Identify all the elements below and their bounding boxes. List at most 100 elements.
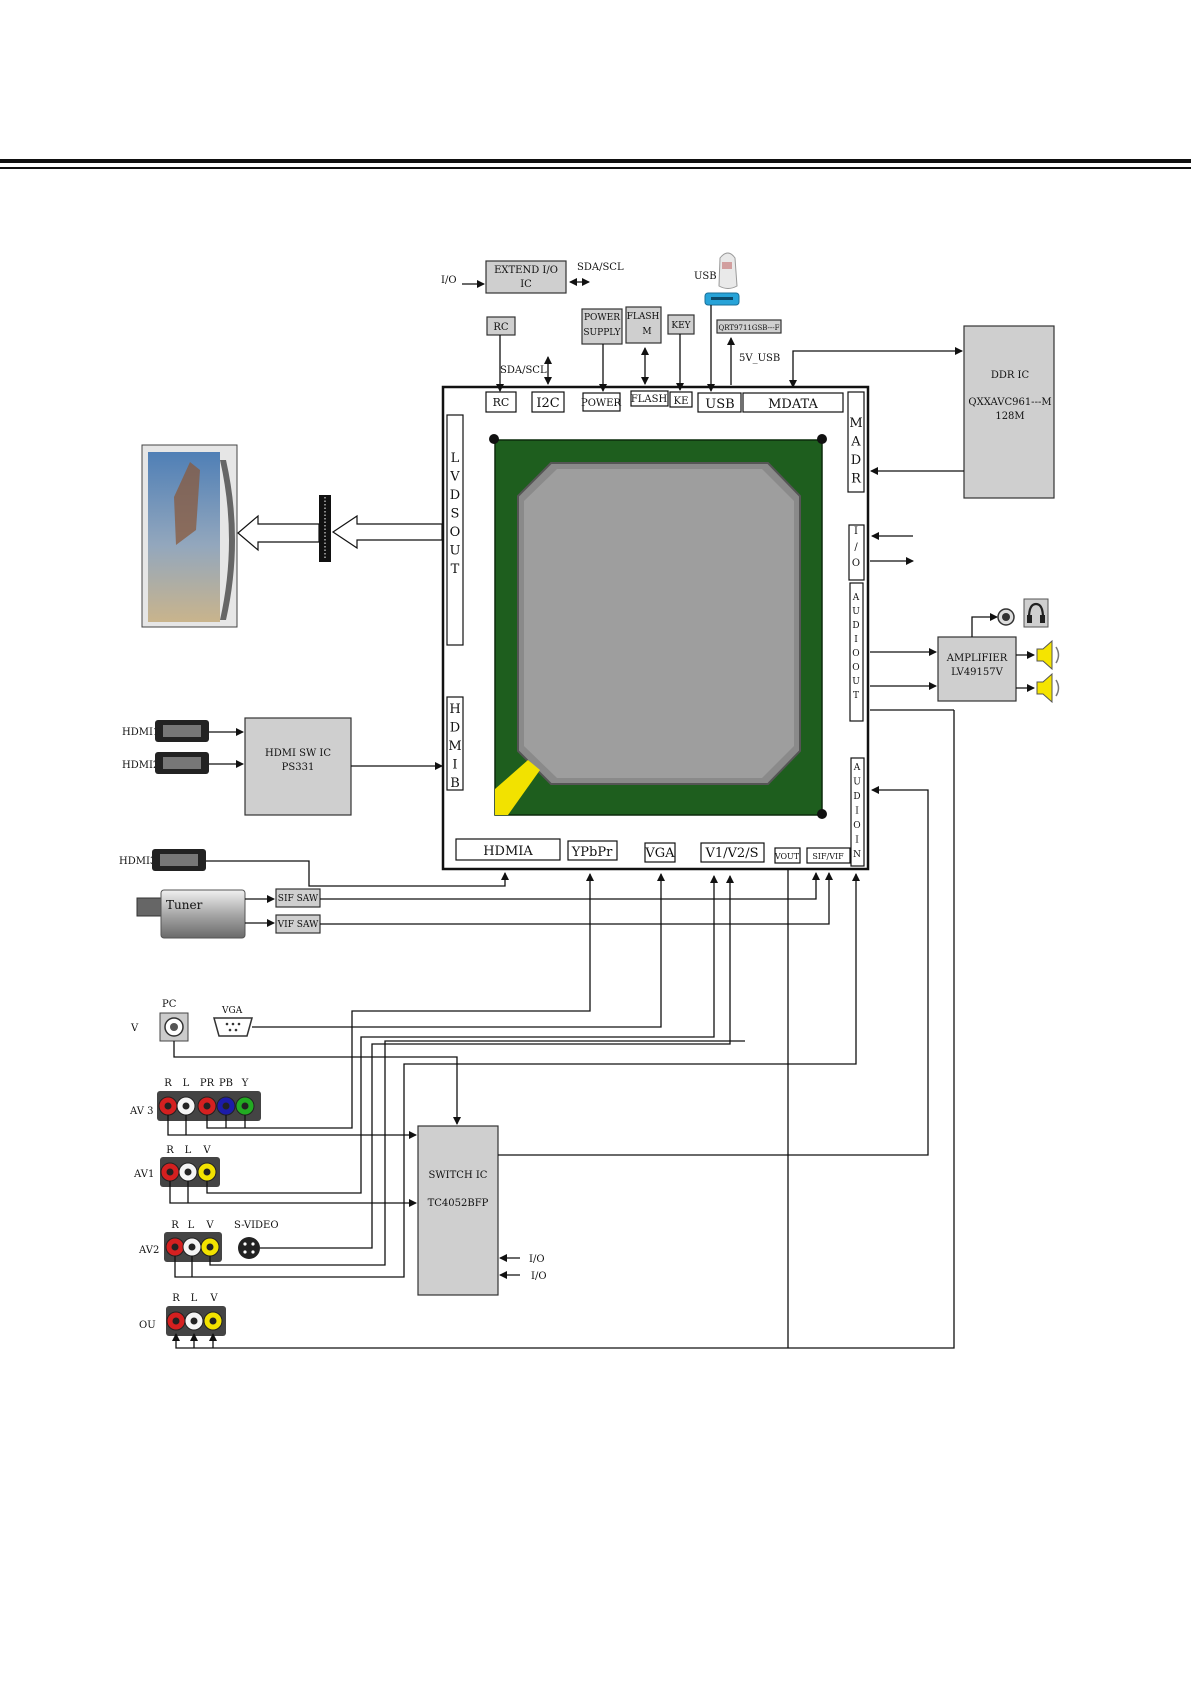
amplifier-label-1: AMPLIFIER [946, 653, 1008, 664]
key-block-label: KEY [671, 321, 691, 331]
port-rc [485, 391, 517, 413]
rc-block: RC [486, 316, 516, 336]
lcd-panel-icon [141, 444, 238, 628]
lvds-arrow [331, 514, 443, 550]
port-flash-label: FLASH [631, 394, 668, 405]
bottom-ports: HDMIA YPbPr VGA V1/V2/S VOUT SIF/VIF [455, 838, 851, 864]
sif-saw-label: SIF SAW [278, 894, 319, 904]
hdmi1-port-icon [155, 720, 209, 742]
power-supply-label-2: SUPPLY [583, 328, 621, 338]
port-sifvif [806, 847, 851, 864]
ddr-label-2: QXXAVC961---M [968, 397, 1051, 408]
port-vga-label: VGA [644, 846, 675, 861]
extend-io-ic: EXTEND I/O IC [485, 260, 567, 294]
vga-label: VGA [221, 1006, 243, 1016]
av3-label: AV 3 [129, 1106, 154, 1117]
speaker-icon [1036, 639, 1060, 671]
hdmi3-port-icon [152, 849, 206, 871]
sif-saw-block: SIF SAW [275, 888, 321, 908]
hdmi2-port-icon [155, 752, 209, 774]
port-hdmia-label: HDMIA [483, 844, 533, 859]
port-mdata [742, 392, 844, 413]
av2-pin-r: R [171, 1220, 179, 1231]
usb-stick-icon [718, 252, 738, 289]
switch-io1-label: I/O [529, 1254, 545, 1265]
ou-pin-v: V [209, 1293, 218, 1304]
svideo-port-icon [238, 1237, 260, 1259]
port-rc-label: RC [493, 396, 510, 409]
ddr-label-1: DDR IC [991, 370, 1030, 381]
amplifier: AMPLIFIER LV49157V [937, 636, 1017, 702]
port-key-label: KE [674, 396, 689, 407]
tuner-label: Tuner [166, 898, 203, 912]
port-vga [644, 842, 676, 863]
ddr-label-3: 128M [995, 411, 1024, 422]
vif-saw-label: VIF SAW [277, 920, 319, 930]
port-v1v2s [700, 842, 765, 863]
av2-pin-l: L [188, 1220, 195, 1231]
av3-pin-r: R [164, 1078, 172, 1089]
switch-io2-label: I/O [531, 1271, 547, 1282]
av3-pin-y: Y [241, 1078, 249, 1089]
av2-label: AV2 [138, 1245, 159, 1256]
port-usb-label: USB [705, 397, 734, 412]
port-vout-label: VOUT [774, 852, 800, 861]
header-rule [0, 159, 1191, 169]
io-port-right-label: I/O [852, 526, 860, 569]
power-supply-block: POWER SUPPLY [581, 308, 623, 345]
hdmi-sw-label-2: PS331 [282, 762, 315, 773]
port-vout [774, 847, 801, 864]
av2-pin-labels: R L V [171, 1220, 214, 1231]
rc-block-label: RC [493, 322, 509, 333]
power-supply-label-1: POWER [584, 313, 620, 323]
av1-pin-r: R [166, 1145, 174, 1156]
hdmi2-label: HDMI2 [122, 760, 159, 771]
port-mdata-label: MDATA [768, 397, 818, 412]
av3-jacks-icon [157, 1091, 261, 1121]
port-key [669, 391, 693, 408]
port-i2c-label: I2C [536, 396, 559, 411]
speaker-icon [1036, 672, 1060, 704]
headphone-icon [1023, 598, 1049, 628]
ou-pin-r: R [172, 1293, 180, 1304]
io-port-right: I/O [848, 524, 865, 581]
av3-pin-pb: PB [219, 1078, 233, 1089]
v-label: V [130, 1023, 139, 1034]
ou-pin-l: L [191, 1293, 198, 1304]
lvds-connector-icon [319, 495, 331, 562]
pc-audio-jack-icon [159, 1012, 189, 1042]
av2-jacks-icon [164, 1232, 222, 1262]
usb-chip-label: QRT9711GSB---F [719, 324, 780, 332]
usb-5v-label: 5V_USB [739, 353, 780, 364]
amplifier-label-2: LV49157V [951, 667, 1003, 678]
av1-jacks-icon [160, 1157, 220, 1187]
sda-scl-label: SDA/SCL [500, 365, 547, 376]
top-ports: RC I2C POWER FLASH KE USB MDATA [485, 390, 844, 413]
key-block: KEY [667, 314, 695, 335]
earphone-jack-icon [997, 608, 1015, 626]
hdmi3-label: HDMI3 [119, 856, 156, 867]
main-ic [441, 385, 870, 871]
hdmi-sw-label-1: HDMI SW IC [265, 748, 331, 759]
hdmi1-label: HDMI1 [122, 727, 159, 738]
svideo-label: S-VIDEO [234, 1220, 279, 1231]
vga-port-icon [213, 1017, 253, 1037]
port-ypbpr [567, 840, 618, 861]
port-sifvif-label: SIF/VIF [812, 852, 844, 861]
av1-pin-v: V [202, 1145, 211, 1156]
ou-jacks-icon [166, 1306, 226, 1336]
flash-block-label-2: M [642, 327, 651, 337]
av1-label: AV1 [133, 1169, 154, 1180]
av1-pin-l: L [185, 1145, 192, 1156]
switch-ic-label-1: SWITCH IC [429, 1170, 488, 1181]
port-i2c [531, 391, 565, 413]
av2-pin-v: V [205, 1220, 214, 1231]
